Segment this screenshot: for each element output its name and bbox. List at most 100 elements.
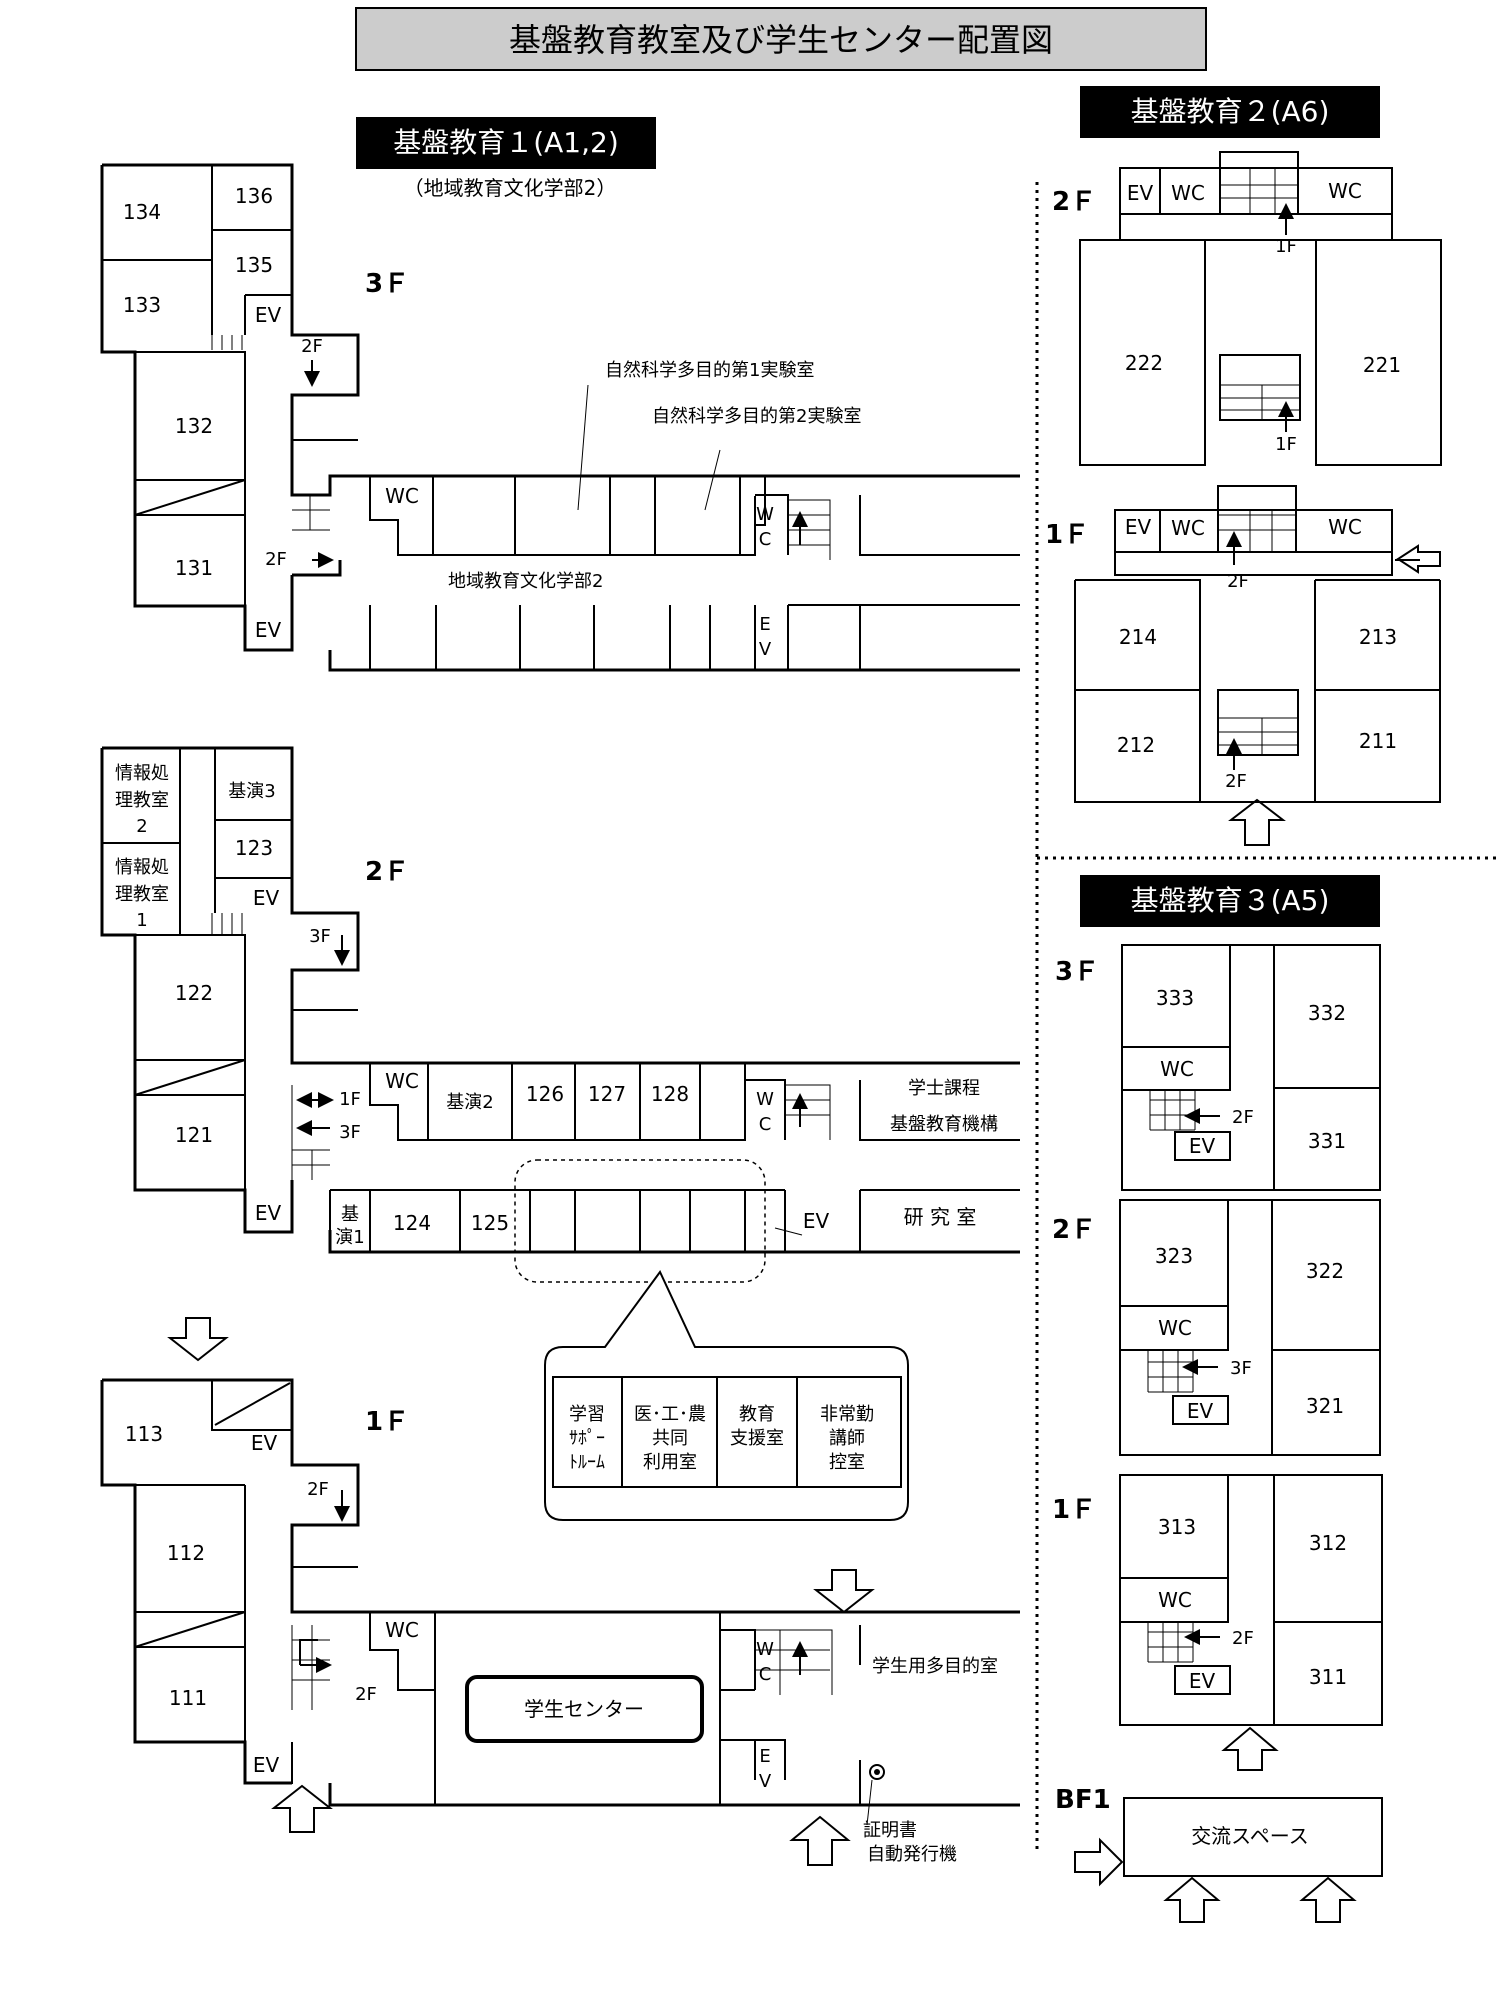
room-121: 121 <box>175 1123 213 1147</box>
room-332: 332 <box>1308 1001 1346 1025</box>
b1f3-ev-bottom: EV <box>255 618 282 642</box>
callout-a-line3: ﾄﾙｰﾑ <box>569 1452 605 1473</box>
b1f1-ev-top: EV <box>251 1431 278 1455</box>
b3f1-arrow: 2F <box>1232 1628 1254 1649</box>
callout-d-line1: 非常勤 <box>820 1404 874 1425</box>
b2-floor2: 2Ｆ EV WC WC 222 221 1F 1F <box>1052 151 1442 466</box>
b1f3-wc-v2: C <box>759 529 772 550</box>
b1f2-ev-top: EV <box>253 886 280 910</box>
page-title: 基盤教育教室及び学生センター配置図 <box>509 21 1053 59</box>
b2f1-arrow-2f-bottom: 2F <box>1225 771 1247 792</box>
callout-b-line3: 利用室 <box>643 1452 697 1473</box>
callout-a-line2: ｻﾎﾟｰ <box>569 1428 605 1449</box>
b2f1-wc-right: WC <box>1328 515 1362 539</box>
b1f3-ev-v2: V <box>759 639 772 660</box>
info2-line2: 理教室 <box>115 790 169 811</box>
kenkyu-label: 研 究 室 <box>904 1205 977 1229</box>
kien2-label: 基演2 <box>446 1092 493 1113</box>
entrance-arrow-icon <box>167 1317 229 1362</box>
building1-subtitle: （地域教育文化学部2） <box>404 176 617 200</box>
room-313: 313 <box>1158 1515 1196 1539</box>
building3-label: 基盤教育３(A5) <box>1080 875 1380 927</box>
b2-floor1: 1Ｆ EV WC WC 214 213 212 211 2F 2F <box>1045 485 1441 846</box>
b3-floor3: 3Ｆ 333 332 331 WC EV 2F <box>1055 944 1381 1191</box>
room-321: 321 <box>1306 1394 1344 1418</box>
b3f2-wc: WC <box>1158 1316 1192 1340</box>
cert-line1: 証明書 <box>863 1820 917 1841</box>
b2-side-entrance-arrow-icon <box>1396 544 1441 574</box>
room-126: 126 <box>526 1082 564 1106</box>
b2-front-entrance-arrow-icon <box>1228 798 1286 846</box>
bf1-bottom-left-arrow-icon <box>1163 1876 1221 1923</box>
b3f3-ev: EV <box>1189 1134 1216 1158</box>
b1f3-ev-top: EV <box>255 303 282 327</box>
exchange-space-label: 交流スペース <box>1191 1824 1309 1848</box>
room-211: 211 <box>1359 729 1397 753</box>
b1f1-stair-2f: 2F <box>307 1479 329 1500</box>
b1f2-arrow-3f: 3F <box>339 1122 361 1143</box>
b2f1-ev: EV <box>1125 515 1152 539</box>
room-221: 221 <box>1363 353 1401 377</box>
room-122: 122 <box>175 981 213 1005</box>
title-box: 基盤教育教室及び学生センター配置図 <box>355 7 1207 71</box>
b2f2-ev: EV <box>1127 181 1154 205</box>
callout-box: 学習 ｻﾎﾟｰ ﾄﾙｰﾑ 医･工･農 共同 利用室 教育 支援室 非常勤 講師 … <box>544 1270 909 1521</box>
b3-floor1: 1Ｆ 313 312 311 WC EV 2F <box>1052 1474 1383 1771</box>
student-center-box <box>465 1675 704 1743</box>
room-127: 127 <box>588 1082 626 1106</box>
callout-c-line2: 支援室 <box>730 1428 784 1449</box>
room-213: 213 <box>1359 625 1397 649</box>
b3f1-ev: EV <box>1189 1669 1216 1693</box>
b3f3-wc: WC <box>1160 1057 1194 1081</box>
room-134: 134 <box>123 200 161 224</box>
building3-name: 基盤教育３(A5) <box>1131 884 1330 917</box>
b2f2-label: 2Ｆ <box>1052 187 1096 217</box>
info2-line1: 情報処 <box>115 763 169 784</box>
b1f2-ev-right: EV <box>803 1209 830 1233</box>
b3f1-label: 1Ｆ <box>1052 1495 1096 1525</box>
building2-label: 基盤教育２(A6) <box>1080 86 1380 138</box>
b1f3-stair-2f: 2F <box>301 336 323 357</box>
room-125: 125 <box>471 1211 509 1235</box>
b3f2-label: 2Ｆ <box>1052 1215 1096 1245</box>
kien3-label: 基演3 <box>228 781 275 802</box>
b1f2-wc-v1: W <box>756 1089 774 1110</box>
b2f1-label: 1Ｆ <box>1045 520 1089 550</box>
b1f3-wc: WC <box>385 484 419 508</box>
room-133: 133 <box>123 293 161 317</box>
b1f1-wc-v2: C <box>759 1664 772 1685</box>
cert-line2: 自動発行機 <box>867 1844 957 1865</box>
kien1-line2: 演1 <box>335 1227 364 1248</box>
room-312: 312 <box>1309 1531 1347 1555</box>
b3f2-arrow: 3F <box>1230 1358 1252 1379</box>
b1f1-ev-v1: E <box>759 1746 770 1767</box>
b3f3-arrow: 2F <box>1232 1107 1254 1128</box>
b2f1-arrow-2f-top: 2F <box>1227 571 1249 592</box>
room-111: 111 <box>169 1686 207 1710</box>
entrance-arrow-b1-right-top-icon <box>813 1569 875 1614</box>
b1f3-label: 3Ｆ <box>365 269 409 299</box>
student-center-label: 学生センター <box>524 1697 644 1721</box>
b3-entrance-arrow-icon <box>1221 1726 1279 1771</box>
room-132: 132 <box>175 414 213 438</box>
room-136: 136 <box>235 184 273 208</box>
kien1-line1: 基 <box>341 1204 359 1225</box>
info1-line3: 1 <box>136 910 147 931</box>
gakushi-line2: 基盤教育機構 <box>890 1114 998 1135</box>
callout-b-line2: 共同 <box>652 1428 688 1449</box>
b1-floor1: 1Ｆ 学生センター 113 112 111 EV EV WC 2F 2F W C <box>100 1378 1020 1865</box>
b1f2-wc-v2: C <box>759 1114 772 1135</box>
callout-b-line1: 医･工･農 <box>634 1404 706 1425</box>
b1f2-arrow-1f: 1F <box>339 1089 361 1110</box>
room-214: 214 <box>1119 625 1157 649</box>
b1f1-ev-v2: V <box>759 1771 772 1792</box>
b2f2-arrow-1f-top: 1F <box>1275 236 1297 257</box>
info2-line3: 2 <box>136 816 147 837</box>
room-222: 222 <box>1125 351 1163 375</box>
multi-room-label: 学生用多目的室 <box>872 1656 998 1677</box>
b1f2-wc: WC <box>385 1069 419 1093</box>
building1-name: 基盤教育１(A1,2) <box>393 126 619 159</box>
room-135: 135 <box>235 253 273 277</box>
lab2-label: 自然科学多目的第2実験室 <box>652 406 861 427</box>
